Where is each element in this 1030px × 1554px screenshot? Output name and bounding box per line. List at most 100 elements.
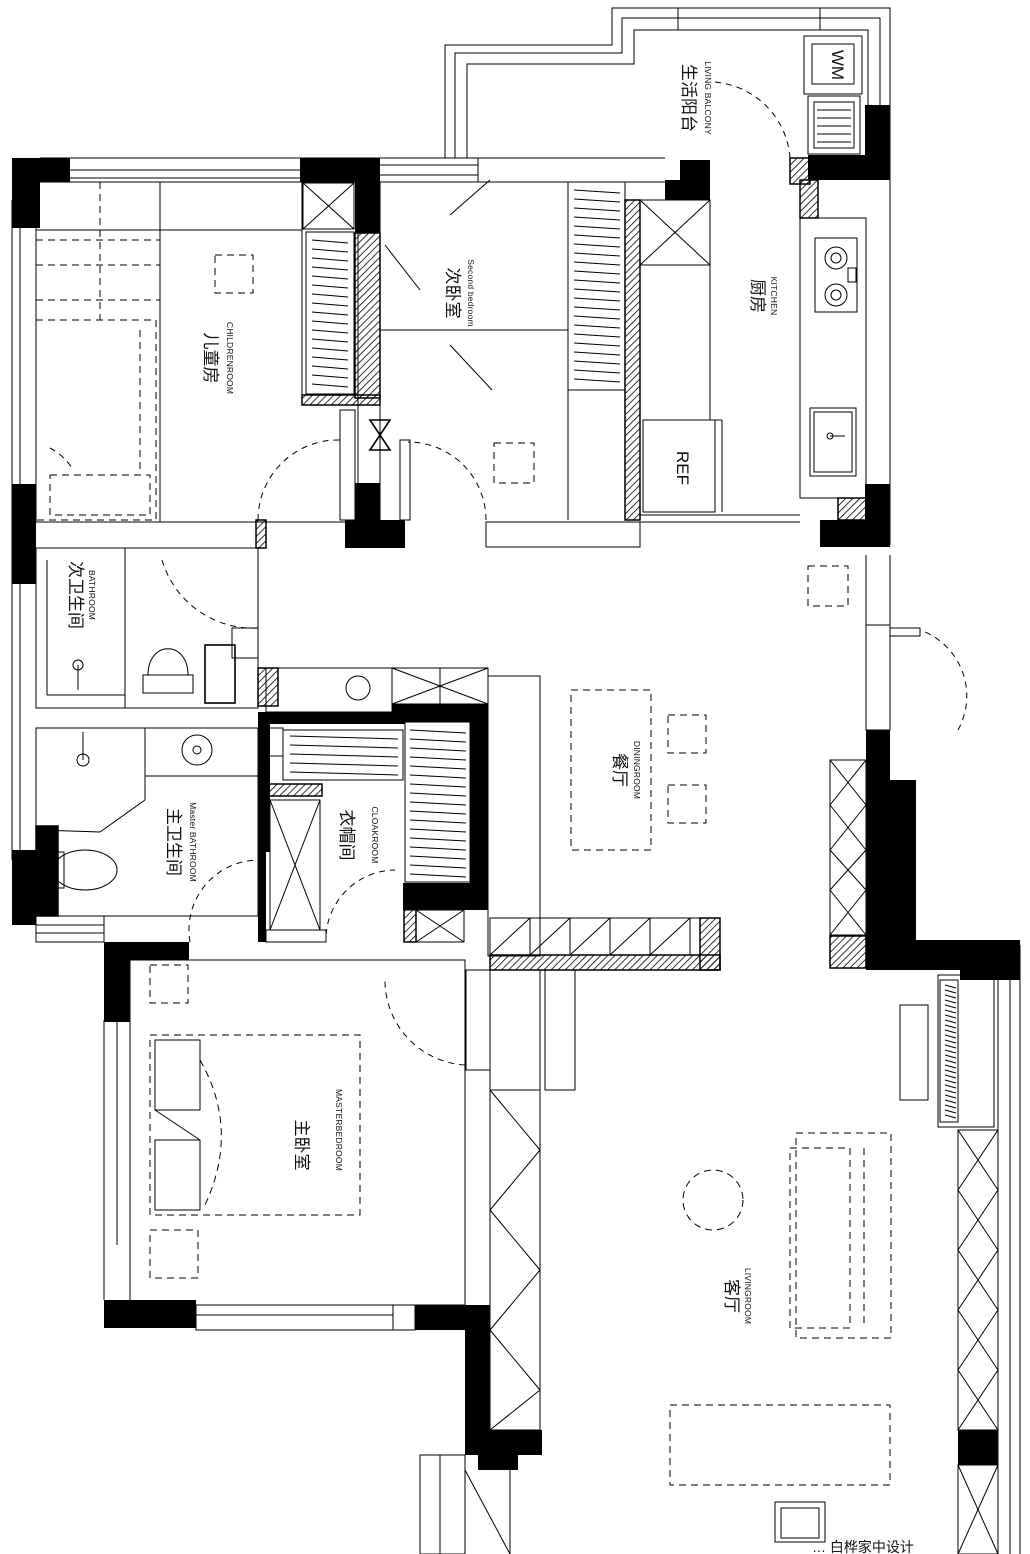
hanger-mark [409, 792, 467, 797]
hanger-mark [944, 1109, 957, 1114]
stove-icon [814, 237, 858, 313]
hanger-mark [573, 189, 621, 194]
washer-label: WM [828, 50, 847, 80]
hanger-marks-cloak-top [289, 735, 399, 776]
hanger-mark [311, 239, 349, 244]
hanger-mark [944, 1024, 957, 1029]
coffee-table-icon [682, 1169, 744, 1231]
hanger-mark [311, 329, 349, 334]
room-name-zh: 次卧室 [443, 268, 462, 319]
hanger-marks-second-bedroom [573, 189, 621, 383]
hanger-mark [573, 225, 621, 230]
room-name-en: KITCHEN [769, 277, 779, 316]
room-label-children-room: 儿童房 CHILDRENROOM [201, 322, 235, 394]
hanger-mark [409, 810, 467, 815]
armchair-icon [774, 1501, 826, 1543]
hanger-mark [573, 378, 621, 383]
living-wall-cabinet [957, 1129, 999, 1554]
hanger-mark [409, 801, 467, 806]
hanger-mark [573, 306, 621, 311]
hanger-mark [573, 324, 621, 329]
hanger-mark [573, 252, 621, 257]
hanger-mark [944, 1054, 957, 1059]
room-label-kitchen: 厨房 KITCHEN [748, 277, 779, 316]
room-label-master-bathroom: 主卫生间 Master BATHROOM [164, 802, 198, 882]
sofa-icon [789, 1132, 892, 1339]
room-name-zh: 主卧室 [292, 1120, 311, 1171]
hanger-mark [944, 1074, 957, 1079]
hanger-mark [944, 1084, 957, 1089]
structural-walls [12, 105, 1020, 1470]
hanger-mark [409, 774, 467, 779]
hanger-mark [944, 999, 957, 1004]
room-label-living-balcony: 生活阳台 LIVING BALCONY [679, 61, 713, 135]
hanger-mark [944, 1099, 957, 1104]
laundry-sink-icon [807, 95, 861, 155]
room-name-en: LIVING BALCONY [703, 61, 713, 135]
hanger-mark [573, 315, 621, 320]
hanger-mark [311, 248, 349, 253]
hanger-marks-children [311, 239, 349, 388]
hanger-mark [573, 243, 621, 248]
hanger-mark [311, 347, 349, 352]
hanger-mark [311, 365, 349, 370]
hanger-mark [944, 1104, 957, 1109]
hanger-mark [409, 855, 467, 860]
room-label-bathroom: 次卫生间 BATHROOM [66, 561, 97, 629]
washing-machine-icon [803, 35, 863, 95]
hanger-mark [944, 1009, 957, 1014]
hanger-mark [944, 1034, 957, 1039]
hanger-mark [289, 762, 399, 767]
hanger-mark [573, 270, 621, 275]
room-label-dining-room: 餐厅 DININGROOM [610, 741, 642, 799]
hanger-mark [311, 374, 349, 379]
hanger-mark [409, 873, 467, 878]
hanger-mark [311, 257, 349, 262]
hanger-mark [573, 216, 621, 221]
piano-icon [937, 974, 995, 1128]
round-basin-icon [345, 675, 371, 701]
hanger-mark [944, 1039, 957, 1044]
hanger-mark [944, 994, 957, 999]
dining-cabinet [489, 917, 701, 956]
hanger-mark [311, 302, 349, 307]
hanger-mark [409, 756, 467, 761]
interior-lines [35, 35, 999, 1554]
watermark: … 白桦家中设计 [812, 1539, 914, 1554]
hanger-mark [573, 297, 621, 302]
hanger-mark [944, 1019, 957, 1024]
toilet-icon [142, 648, 194, 694]
hanger-mark [311, 275, 349, 280]
hanger-mark [409, 819, 467, 824]
room-name-en: CLOAKROOM [370, 806, 380, 863]
hanger-mark [289, 744, 399, 749]
hanger-mark [573, 333, 621, 338]
hanger-mark [944, 1089, 957, 1094]
room-name-en: BATHROOM [87, 570, 97, 620]
hanger-mark [944, 1049, 957, 1054]
hanger-mark [944, 984, 957, 989]
hanger-mark [409, 783, 467, 788]
room-name-zh: 餐厅 [610, 753, 629, 787]
hanger-mark [311, 293, 349, 298]
room-name-en: LIVINGROOM [743, 1268, 753, 1324]
room-name-zh: 主卫生间 [164, 808, 183, 876]
hanger-mark [944, 1069, 957, 1074]
partition-walls [35, 157, 867, 971]
hanger-mark [944, 1079, 957, 1084]
hanger-mark [573, 369, 621, 374]
hanger-mark [573, 198, 621, 203]
valve-icon [368, 419, 392, 451]
room-name-en: CHILDRENROOM [225, 322, 235, 394]
hanger-mark [944, 1004, 957, 1009]
hanger-marks-cloak-right [409, 729, 467, 878]
hanger-mark [311, 284, 349, 289]
hanger-mark [311, 311, 349, 316]
hanger-mark [944, 1114, 957, 1119]
hanger-mark [573, 279, 621, 284]
hanger-mark [409, 765, 467, 770]
hanger-mark [311, 356, 349, 361]
room-name-zh: 次卫生间 [66, 561, 85, 629]
hanger-mark [944, 1029, 957, 1034]
room-name-en: DININGROOM [632, 741, 642, 799]
